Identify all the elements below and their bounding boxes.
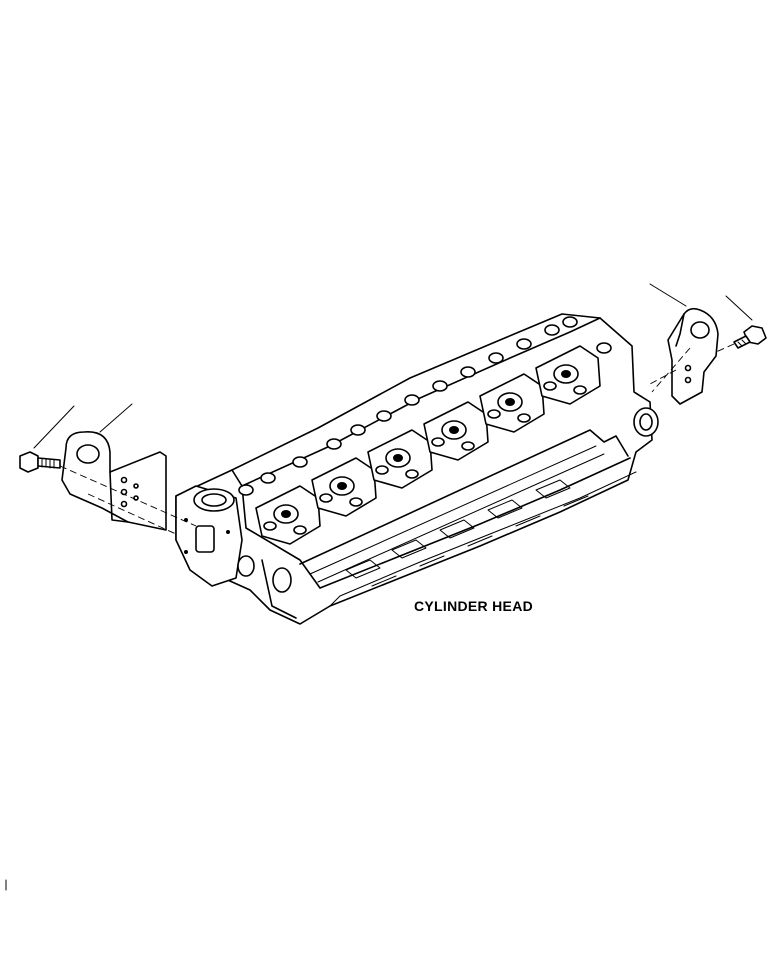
- head-bolt-row: [238, 316, 612, 496]
- front-end-housing: [175, 485, 297, 619]
- front-lifting-bracket: [61, 431, 167, 531]
- leader-lines: [33, 283, 753, 449]
- rear-lifting-bracket: [667, 307, 719, 405]
- rear-bracket-bolt: [733, 325, 767, 349]
- diagram-caption: CYLINDER HEAD: [414, 598, 534, 614]
- alignment-lines: [59, 343, 735, 535]
- cylinder-head: [175, 313, 659, 625]
- cylinder-ports: [255, 345, 601, 545]
- front-bracket-bolt: [19, 451, 61, 473]
